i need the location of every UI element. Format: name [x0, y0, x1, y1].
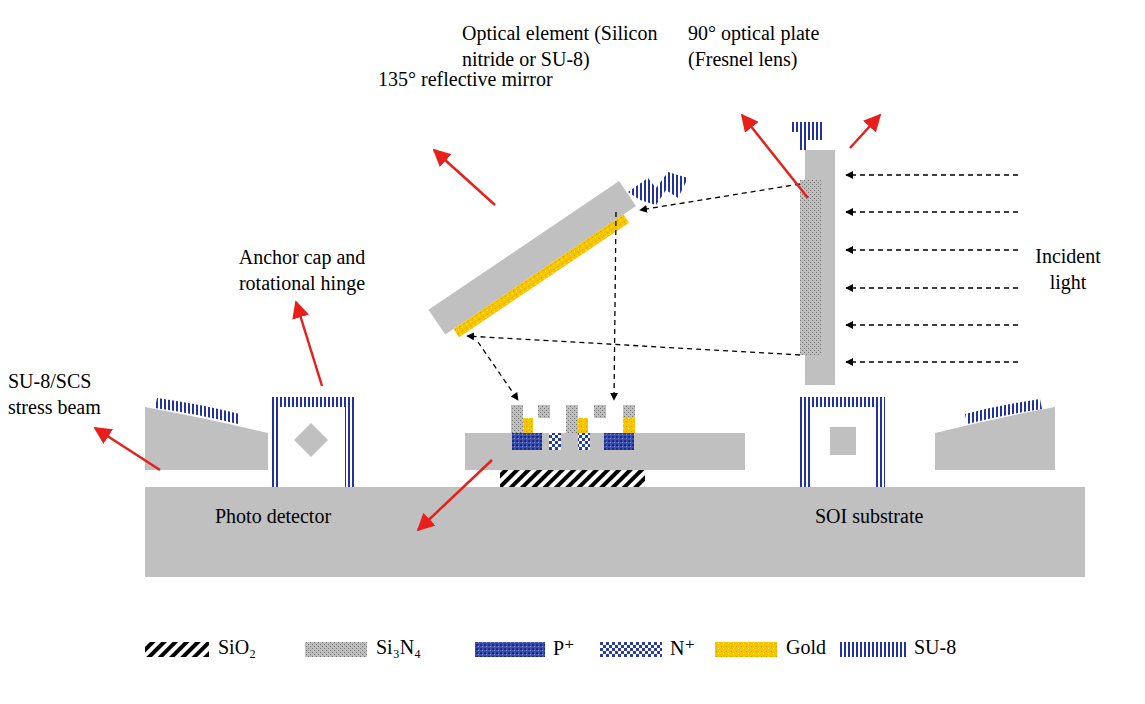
anchor-cap — [800, 397, 885, 487]
part-label: SOI substrate — [815, 503, 975, 529]
rotational-hinge — [830, 427, 856, 455]
soi-substrate — [145, 487, 1085, 577]
incident-light-rays — [846, 175, 1018, 362]
part-label: 90° optical plate (Fresnel lens) — [688, 20, 838, 72]
part-label: Photo detector — [215, 503, 375, 529]
legend-entry: P⁺ — [553, 636, 575, 660]
sio2-layer — [500, 470, 645, 487]
legend-text: N⁺ — [670, 637, 695, 659]
label-text: Anchor cap and rotational hinge — [239, 246, 366, 294]
legend-entry: Gold — [786, 636, 826, 659]
legend-entry: Si₃N₄ — [376, 636, 421, 659]
legend-text: SiO₂ — [218, 636, 256, 658]
legend-entry: N⁺ — [670, 636, 695, 660]
legend-text: Gold — [786, 636, 826, 658]
su8-layer — [965, 399, 1042, 424]
part-label: Anchor cap and rotational hinge — [222, 244, 382, 296]
label-text: Photo detector — [215, 505, 331, 527]
optical-path — [467, 184, 800, 400]
photo-detector — [511, 405, 635, 450]
leader-arrows — [95, 115, 880, 530]
anchor-cap — [270, 397, 355, 487]
platform — [465, 433, 745, 470]
part-label: Optical element (Silicon nitride or SU-8… — [462, 20, 677, 72]
reflective-mirror — [428, 181, 641, 343]
part-label: SU-8/SCS stress beam — [8, 368, 126, 420]
legend-text: P⁺ — [553, 637, 575, 659]
rotational-hinge — [294, 423, 328, 457]
optical-element — [800, 180, 822, 355]
label-text: SU-8/SCS stress beam — [8, 370, 101, 418]
label-text: Incident light — [1035, 245, 1101, 293]
legend-text: Si₃N₄ — [376, 636, 421, 658]
label-text: 90° optical plate (Fresnel lens) — [688, 22, 819, 70]
su8-cap — [790, 122, 822, 150]
legend-entry: SU-8 — [914, 636, 956, 659]
part-label: Incident light — [1022, 243, 1114, 295]
label-text: SOI substrate — [815, 505, 923, 527]
su8-layer — [155, 398, 240, 424]
legend-entry: SiO₂ — [218, 636, 256, 659]
label-text: Optical element (Silicon nitride or SU-8… — [462, 22, 658, 70]
su8-hook — [628, 172, 688, 205]
label-text: 135° reflective mirror — [378, 68, 553, 90]
legend-text: SU-8 — [914, 636, 956, 658]
